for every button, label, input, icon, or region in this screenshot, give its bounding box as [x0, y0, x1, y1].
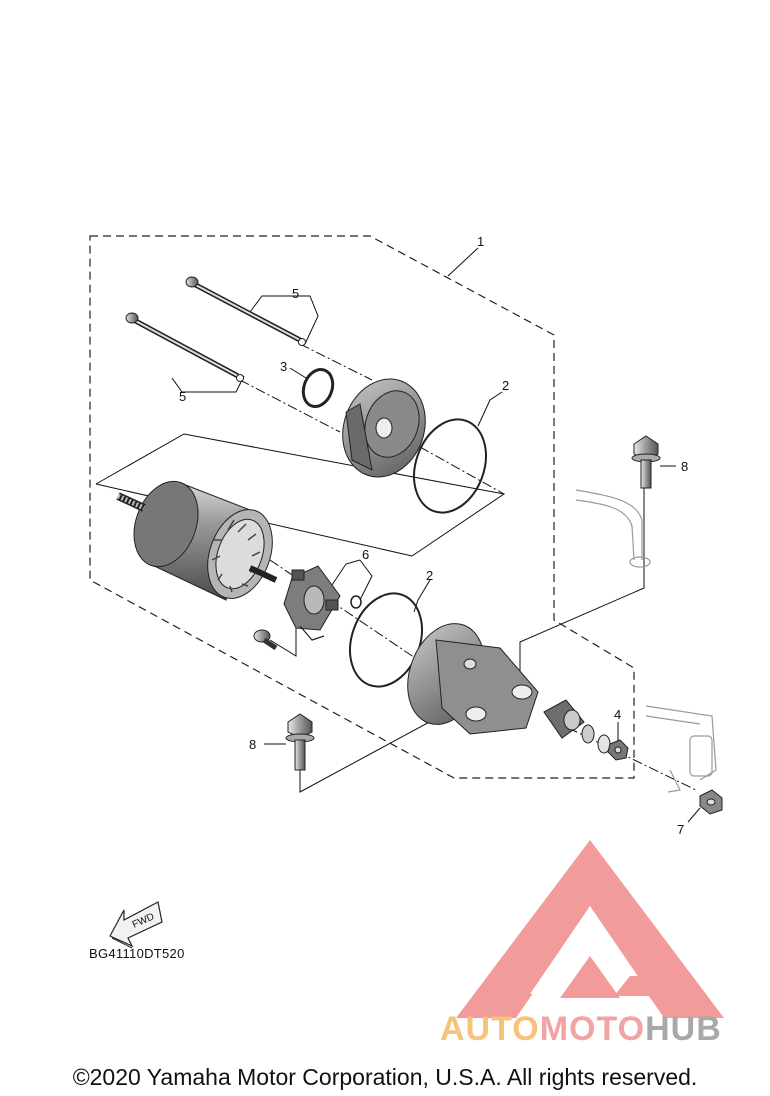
nut-part-7 — [699, 789, 723, 815]
callout-4: 4 — [614, 707, 621, 722]
callout-8-right: 8 — [681, 459, 688, 474]
through-bolt-washer-lower — [236, 374, 244, 382]
brand-part-moto: MOTO — [539, 1010, 646, 1048]
rear-end-cap — [342, 378, 426, 478]
callout-5-lower: 5 — [179, 389, 186, 404]
copyright-footer: ©2020 Yamaha Motor Corporation, U.S.A. A… — [72, 1064, 698, 1090]
nut-part-4 — [607, 739, 629, 761]
watermark-brand: AUTOMOTOHUB — [440, 1010, 722, 1049]
pinion-gear — [543, 699, 585, 739]
washer-1 — [581, 724, 595, 744]
callout-1: 1 — [477, 234, 484, 249]
watermark-logo-icon — [456, 840, 724, 1018]
motor-yoke-armature — [116, 480, 278, 601]
small-screw — [253, 629, 278, 651]
starter-cable-lower — [645, 705, 717, 793]
diagram-code: BG41110DT520 — [89, 946, 185, 961]
callout-2-upper: 2 — [502, 378, 509, 393]
through-bolt-upper — [185, 276, 302, 343]
brand-part-hub: HUB — [645, 1010, 722, 1048]
front-cover-flange — [407, 623, 539, 735]
o-ring-large-upper — [413, 418, 487, 514]
callout-7: 7 — [677, 822, 684, 837]
brush-holder — [283, 565, 341, 641]
o-ring-small — [301, 368, 335, 408]
callout-5-upper: 5 — [292, 286, 299, 301]
brush-spring-ring — [350, 595, 362, 609]
starter-cable-upper — [575, 489, 651, 568]
through-bolt-lower — [125, 312, 240, 379]
callout-6: 6 — [362, 547, 369, 562]
flange-bolt-right — [631, 435, 661, 489]
callout-2-lower: 2 — [426, 568, 433, 583]
fwd-arrow: FWD — [109, 901, 163, 949]
assembly-boundary — [89, 235, 635, 779]
flange-bolt-left — [285, 713, 315, 771]
callout-3: 3 — [280, 359, 287, 374]
through-bolt-washer-upper — [298, 338, 306, 346]
callout-8-left: 8 — [249, 737, 256, 752]
brand-part-auto: AUTO — [440, 1010, 540, 1048]
